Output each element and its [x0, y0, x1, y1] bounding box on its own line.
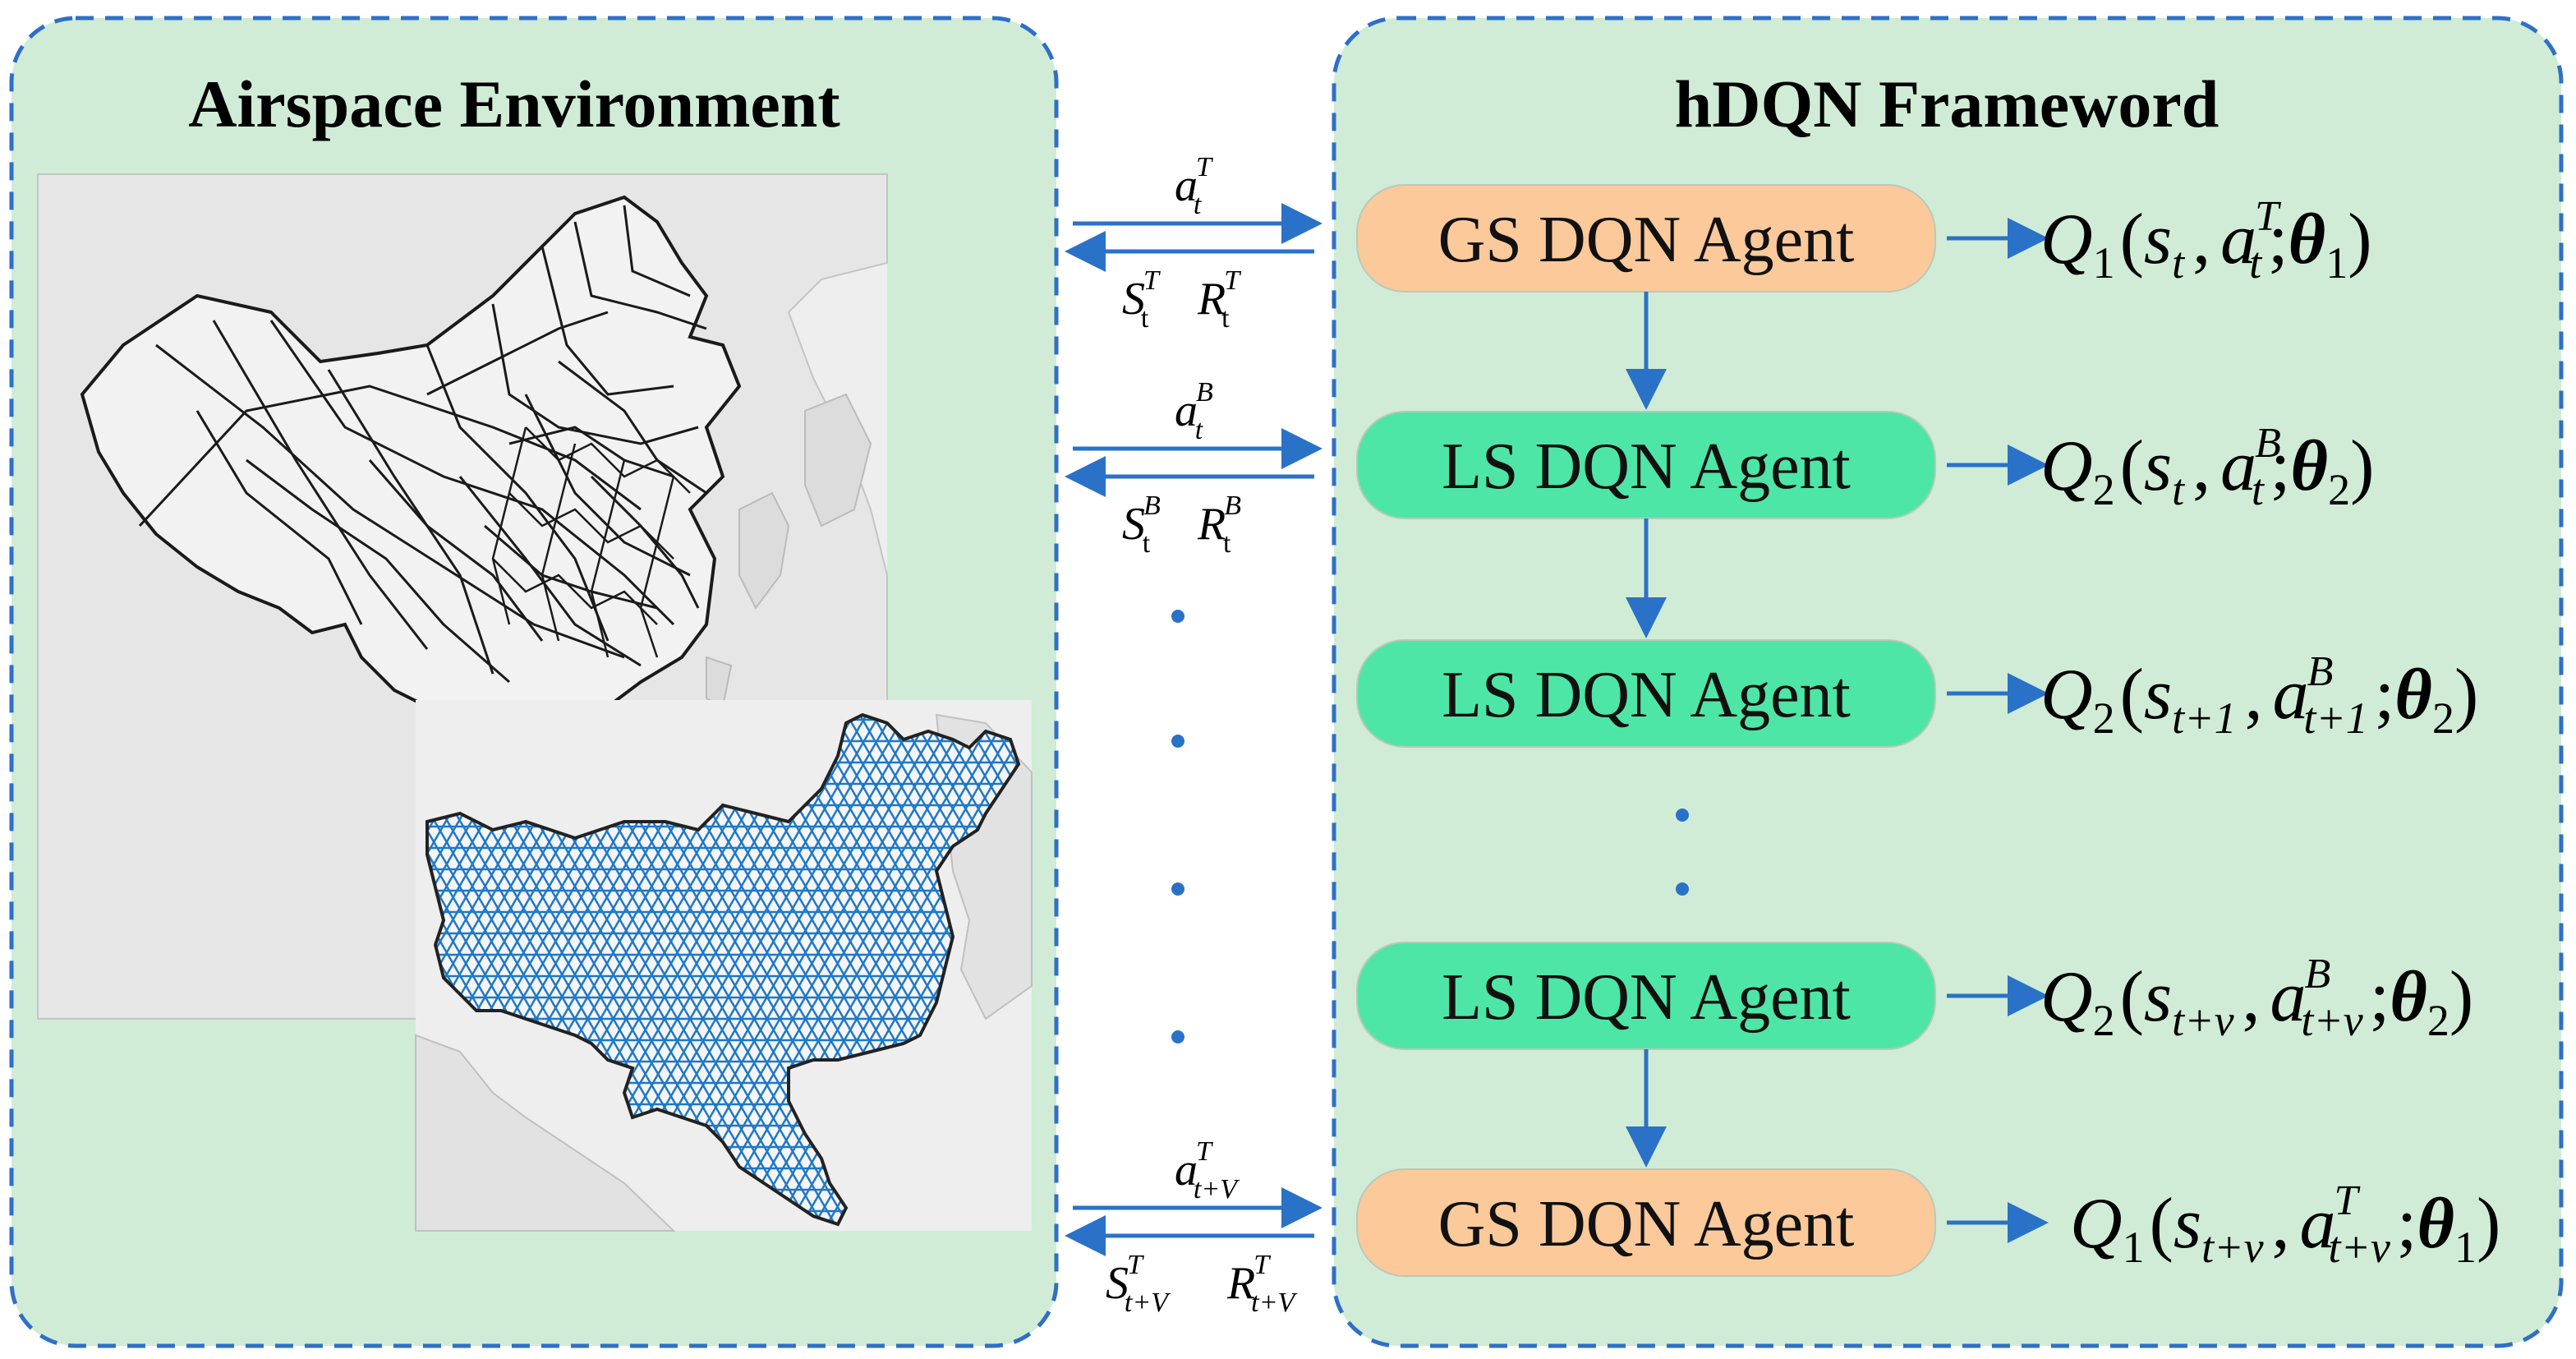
agent-label: LS DQN Agent [1442, 431, 1851, 503]
agent-ellipsis [1676, 808, 1689, 896]
right-panel-title: hDQN Frameword [1675, 67, 2220, 141]
agent-label: LS DQN Agent [1442, 659, 1851, 731]
agent-label: GS DQN Agent [1438, 204, 1855, 276]
agent-box [1356, 1168, 1936, 1277]
agent-label: GS DQN Agent [1438, 1188, 1855, 1260]
left-panel-title: Airspace Environment [188, 67, 840, 141]
airspace-environment-panel: Airspace Environment [9, 16, 1059, 1348]
route-lines [138, 205, 707, 684]
signal-ellipsis [1171, 610, 1184, 1043]
china-grid-outline [426, 712, 1021, 1227]
agent-box [1356, 639, 1936, 748]
agent-label: LS DQN Agent [1442, 961, 1851, 1034]
grid-sector-map [415, 700, 1033, 1232]
